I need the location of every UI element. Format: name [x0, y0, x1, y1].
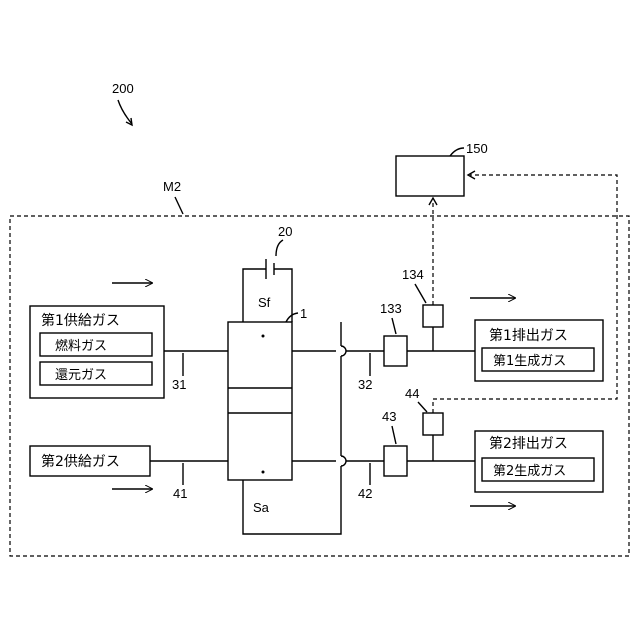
exhaust2-item: 第2生成ガス — [493, 464, 566, 479]
exhaust1-item: 第1生成ガス — [493, 354, 566, 369]
line-32-label: 32 — [358, 377, 372, 392]
supply1-item1: 燃料ガス — [55, 338, 107, 354]
controller-label: 150 — [466, 141, 488, 156]
device-133-label: 133 — [380, 301, 402, 316]
hop-lower — [341, 456, 346, 466]
sensor-44 — [423, 413, 443, 435]
exhaust2-title: 第2排出ガス — [489, 435, 568, 452]
sensor-44-leader — [418, 402, 427, 412]
module-label: M2 — [163, 179, 181, 194]
power-label: 20 — [278, 224, 292, 239]
line-31-label: 31 — [172, 377, 186, 392]
module-leader — [175, 197, 183, 214]
sensor-134 — [423, 305, 443, 327]
line-42-label: 42 — [358, 486, 372, 501]
supply1-title: 第1供給ガス — [41, 312, 120, 329]
supply1-item2: 還元ガス — [55, 368, 107, 383]
device-133 — [384, 336, 407, 366]
line-41-label: 41 — [173, 486, 187, 501]
sf-point — [262, 335, 265, 338]
cell-label: 1 — [300, 306, 307, 321]
system-pointer — [118, 100, 132, 124]
device-43-label: 43 — [382, 409, 396, 424]
power-leader — [276, 240, 283, 256]
device-43-leader — [392, 426, 396, 444]
hop-upper — [341, 346, 346, 356]
device-43 — [384, 446, 407, 476]
cell-stack — [228, 322, 292, 480]
sensor-134-label: 134 — [402, 267, 424, 282]
controller-box — [396, 156, 464, 196]
device-133-leader — [392, 318, 396, 334]
sf-label: Sf — [258, 295, 271, 310]
controller-leader — [450, 148, 464, 156]
supply2-title: 第2供給ガス — [41, 453, 120, 470]
system-pointer-head — [126, 118, 132, 125]
sa-label: Sa — [253, 500, 270, 515]
sensor-134-leader — [415, 284, 426, 303]
sensor-44-label: 44 — [405, 386, 419, 401]
sa-point — [262, 471, 265, 474]
exhaust1-title: 第1排出ガス — [489, 327, 568, 344]
system-label: 200 — [112, 81, 134, 96]
